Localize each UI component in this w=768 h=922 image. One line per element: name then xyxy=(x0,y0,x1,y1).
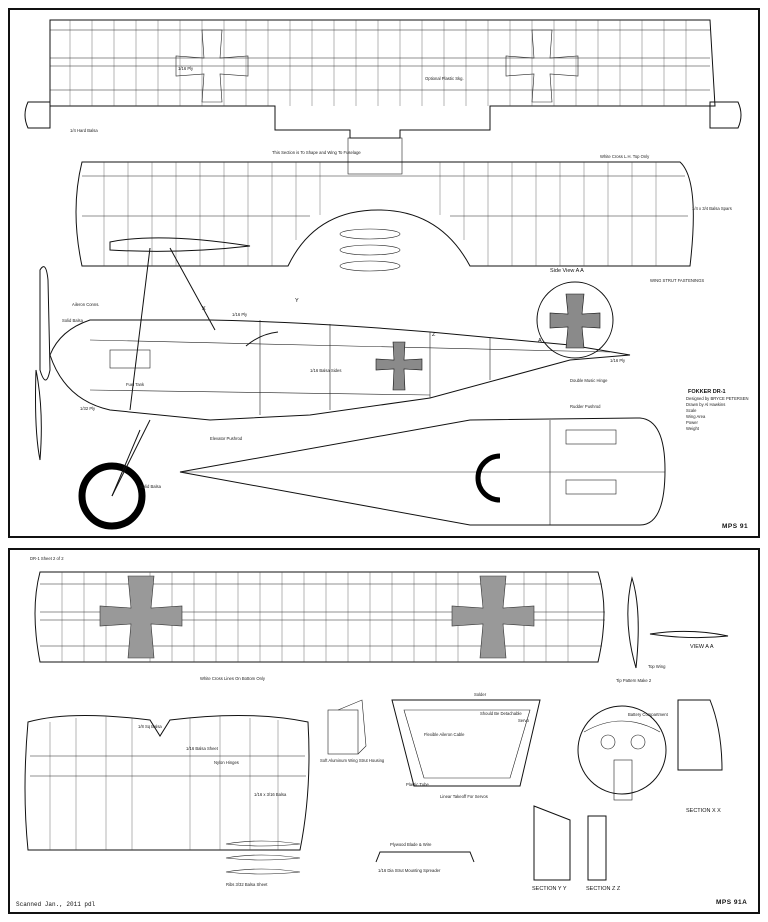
section-zz xyxy=(587,815,607,881)
sheet-2-drawing: DR-1 Sheet 2 of 2 Tip Pattern Make 2 Top… xyxy=(16,556,747,908)
sheet-2-label: DR-1 Sheet 2 of 2 xyxy=(30,556,64,561)
bottom-wing-plan xyxy=(75,161,694,272)
note-ply: 1/16 Ply xyxy=(178,66,194,71)
note-linear-takeoff: Linear Takeoff For Servos xyxy=(440,794,488,799)
note-music-hinge: Double Music Hinge xyxy=(570,378,608,383)
section-yy xyxy=(533,805,571,881)
rib-section-aa xyxy=(649,630,729,639)
plan-title: FOKKER DR-1 xyxy=(688,389,726,395)
title-line-3: Scale xyxy=(686,408,697,413)
fuselage-side xyxy=(49,319,631,421)
rib-template-3 xyxy=(225,868,301,875)
section-xx: Battery Compartment xyxy=(577,705,669,801)
note-ply-32: 1/32 Ply xyxy=(80,406,96,411)
title-line-4: Wing Area xyxy=(686,414,706,419)
rib-template-2 xyxy=(225,854,301,861)
note-battery: Battery Compartment xyxy=(628,712,669,717)
note-balsa-sheet: 1/16 Balsa Sheet xyxy=(186,746,219,751)
stabilizer-bottom-plan: 1/8 Sq Balsa Nylon Hinges 1/16 Balsa She… xyxy=(24,714,310,851)
strut-spreader xyxy=(375,851,475,863)
aileron-linkage: Solder Should Be Detachable Flexible Ail… xyxy=(391,692,541,799)
rib-template-1 xyxy=(225,840,301,847)
label-section-xx: SECTION X X xyxy=(686,808,721,814)
note-hard-balsa: 1/4 Hard Balsa xyxy=(70,128,98,133)
scan-footer: Scanned Jan., 2011 pdl xyxy=(16,901,96,908)
section-xx-side xyxy=(677,699,723,771)
stabilizer-plan xyxy=(179,417,666,526)
station-y: Y xyxy=(295,298,299,304)
note-solder: Solder xyxy=(474,692,487,697)
middle-wing-profile xyxy=(109,237,251,252)
wing-cross-left xyxy=(99,575,183,659)
propeller xyxy=(39,266,51,381)
note-ribs-sheet: Ribs 3/32 Balsa Sheet xyxy=(226,882,268,887)
plan-sheet-2: DR-1 Sheet 2 of 2 Tip Pattern Make 2 Top… xyxy=(8,548,760,914)
wheel xyxy=(78,462,146,530)
label-view-aa: VIEW A A xyxy=(690,644,714,650)
note-strut-fastenings: WING STRUT FASTENINGS xyxy=(650,278,704,283)
note-fuel-tank: Fuel Tank xyxy=(126,382,145,387)
sheet-1-number: MPS 91 xyxy=(722,523,748,530)
strut-housing xyxy=(327,709,359,755)
station-z: Z xyxy=(432,332,436,338)
note-elevator-pushrod: Elevator Pushrod xyxy=(210,436,243,441)
note-balsa-spars: 1/4 x 3/4 Balsa Spars xyxy=(692,206,732,211)
label-top-wing: Top Wing xyxy=(648,664,666,669)
section-a: A xyxy=(538,338,542,344)
note-balsa-strip: 1/16 x 3/16 Balsa xyxy=(254,792,287,797)
note-balsa-sides: 1/16 Balsa Sides xyxy=(310,368,341,373)
wing-cross-right xyxy=(451,575,535,659)
note-strut-spreader: 1/16 Dia Strut Mounting Spreader xyxy=(378,868,441,873)
label-tip-pattern: Tip Pattern Make 2 xyxy=(616,678,652,683)
note-rudder-pushrod: Rudder Pushrod xyxy=(570,404,601,409)
title-block: FOKKER DR-1 Designed by BRYCE PETERSEN D… xyxy=(686,389,749,431)
note-servo: Servo xyxy=(518,718,530,723)
note-aileron-conns: Aileron Conns. xyxy=(72,302,99,307)
note-plywood-blade: Plywood Blade & Wire xyxy=(390,842,432,847)
note-solid-balsa-2: Solid Balsa xyxy=(140,484,162,489)
fuselage-cross-marking xyxy=(375,341,423,391)
stabilizer-marking-c xyxy=(475,453,501,503)
title-line-5: Power xyxy=(686,420,698,425)
rudder-cross-marking xyxy=(549,293,601,349)
note-plastic-tube: Plastic Tube xyxy=(406,782,429,787)
top-wing-plan xyxy=(24,19,742,175)
rudder-side-view xyxy=(536,281,614,359)
title-line-2: Drawn by Al Hawkins xyxy=(686,402,725,407)
tip-pattern xyxy=(627,576,639,669)
note-nylon-hinges: Nylon Hinges xyxy=(214,760,239,765)
title-line-1: Designed by BRYCE PETERSEN xyxy=(686,396,749,401)
title-line-6: Weight xyxy=(686,426,700,431)
note-ply-2: 1/16 Ply xyxy=(232,312,248,317)
station-x: X xyxy=(202,306,206,312)
view-label-aa: Side View A A xyxy=(550,268,584,274)
note-section-shape: This Section is To Shape and Wing To Fus… xyxy=(272,150,361,155)
sheet-2-number: MPS 91A xyxy=(716,899,747,906)
label-section-yy: SECTION Y Y xyxy=(532,886,567,892)
top-wing-bottom-view xyxy=(34,571,605,663)
note-ply-3: 1/16 Ply xyxy=(610,358,626,363)
note-aileron-cable: Flexible Aileron Cable xyxy=(424,732,465,737)
note-plastic-skg: Optional Plastic Skg. xyxy=(425,76,464,81)
note-white-cross-lines: White Cross Lines On Bottom Only xyxy=(200,676,266,681)
note-balsa-sq: 1/8 Sq Balsa xyxy=(138,724,162,729)
note-strut-housing: Soft Aluminum Wing Strut Housing xyxy=(320,758,385,763)
label-section-zz: SECTION Z Z xyxy=(586,886,621,892)
sheet-1-drawing: 1/4 Hard Balsa 1/16 Ply Optional Plastic… xyxy=(24,19,749,530)
note-detachable: Should Be Detachable xyxy=(480,711,522,716)
note-white-cross: White Cross L.H. Top Only xyxy=(600,154,650,159)
plan-sheet-1: 1/4 Hard Balsa 1/16 Ply Optional Plastic… xyxy=(8,8,760,538)
note-solid-balsa: Solid Balsa xyxy=(62,318,84,323)
